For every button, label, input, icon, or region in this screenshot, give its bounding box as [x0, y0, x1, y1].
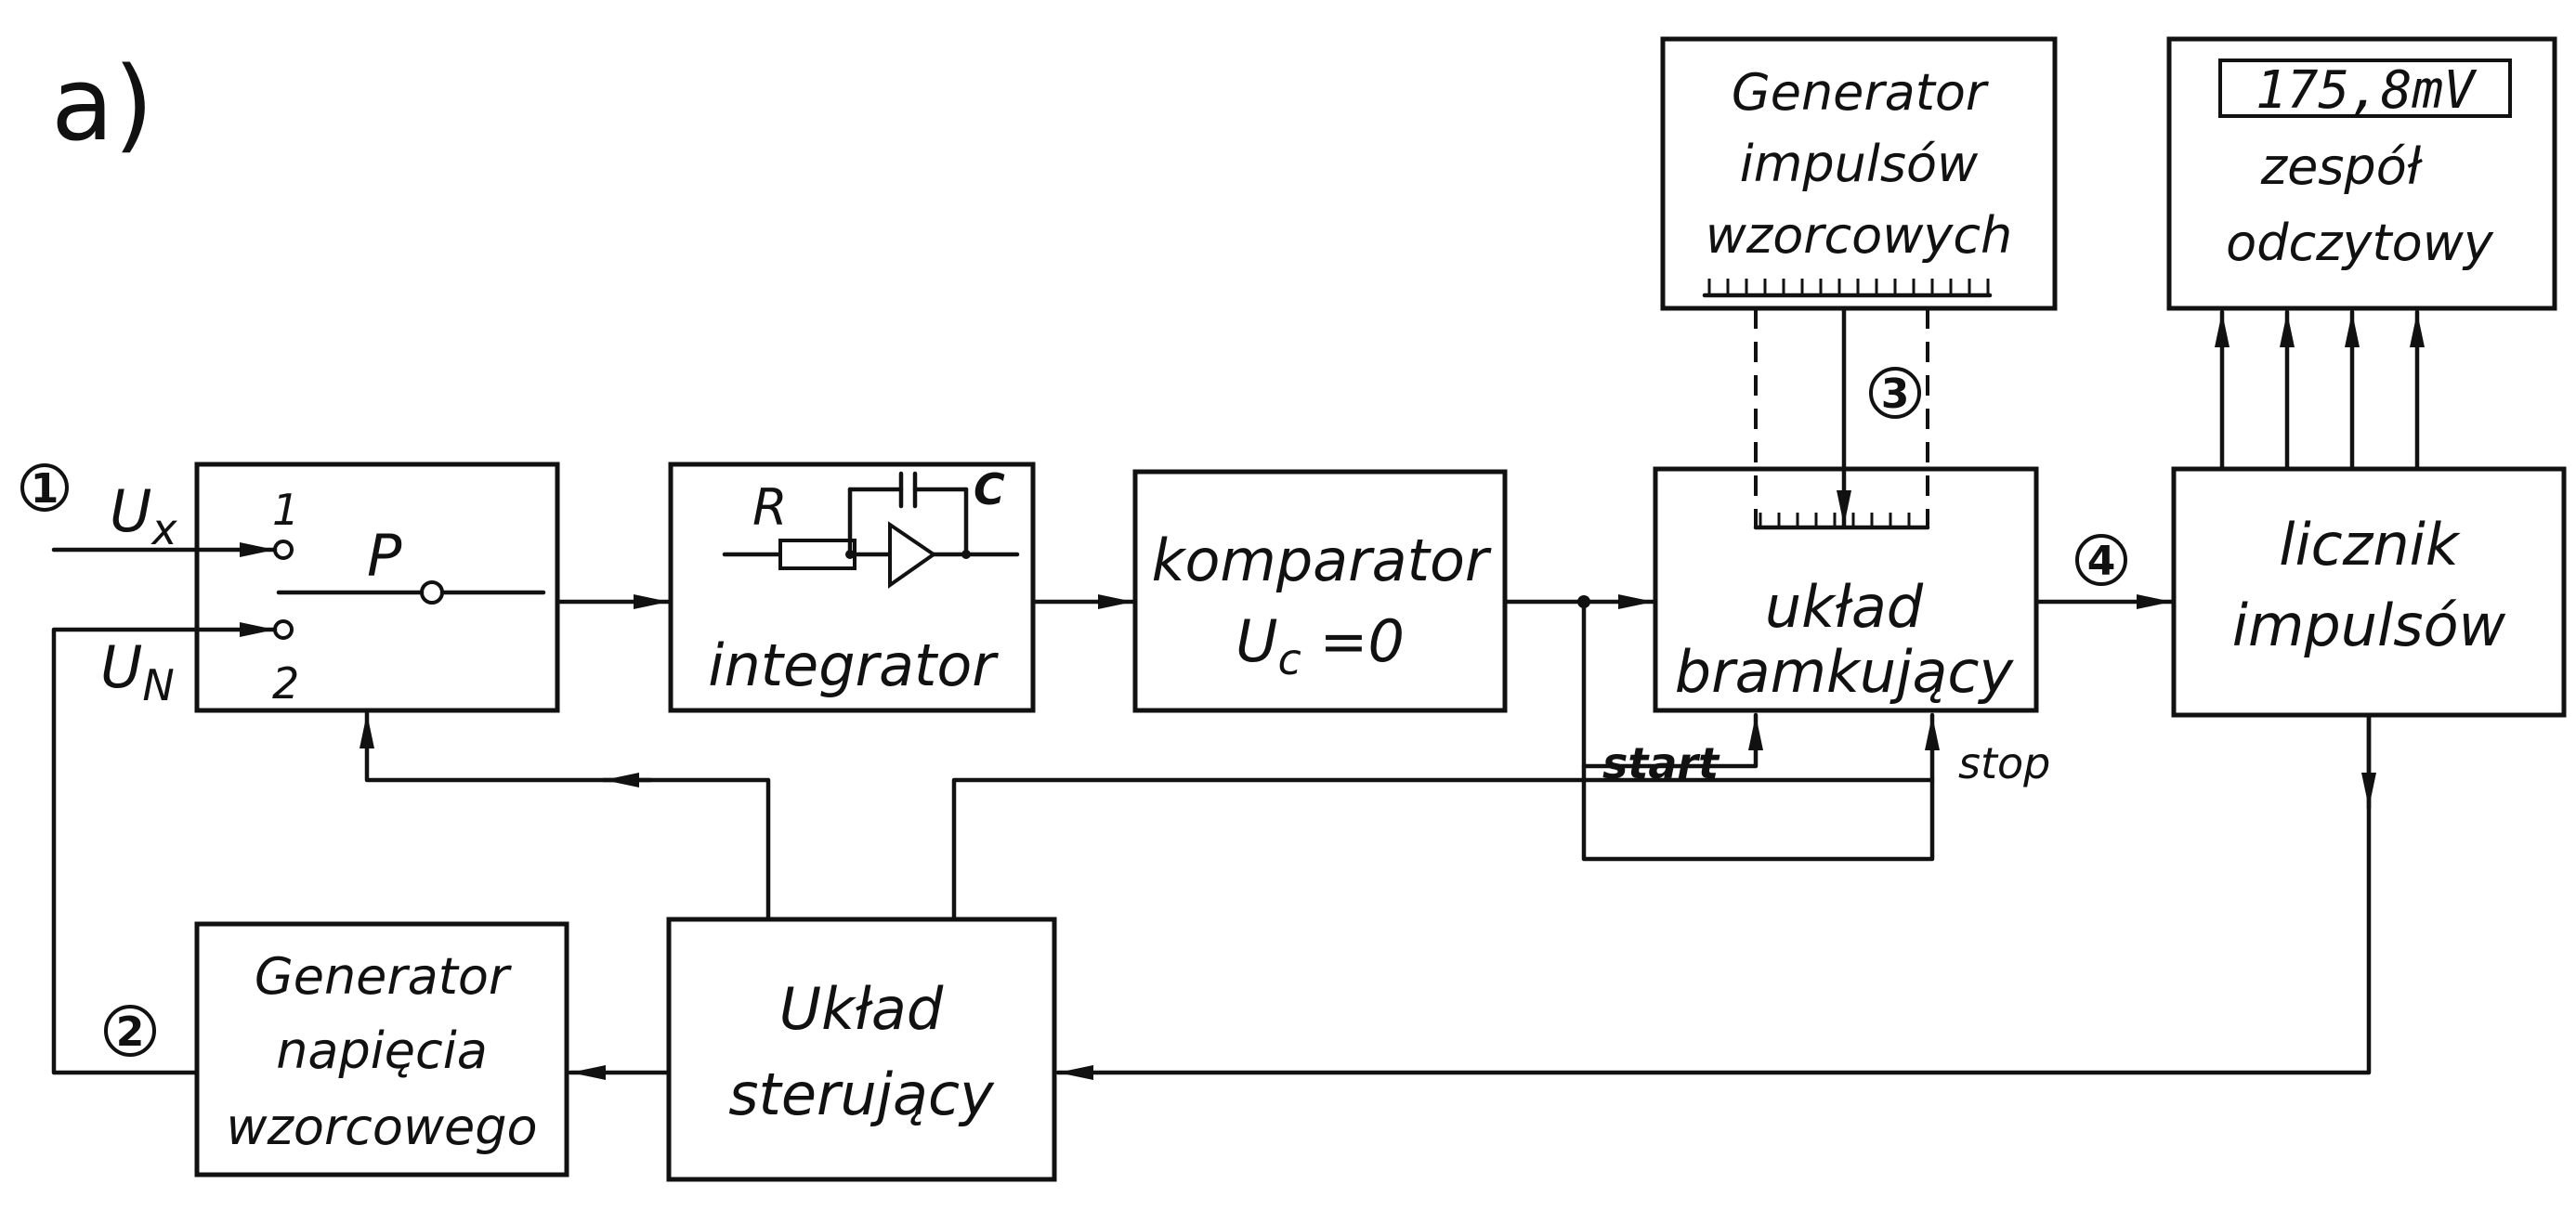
un-label: UN — [100, 633, 175, 710]
pulse-generator-line3: wzorcowych — [1706, 206, 2013, 265]
control-unit-block: Układ sterujący — [666, 917, 1057, 1182]
svg-text:1: 1 — [31, 465, 59, 513]
switch-contact-1 — [273, 540, 294, 560]
comparator-label-line1: komparator — [1152, 527, 1492, 594]
integrator-label: integrator — [708, 631, 999, 699]
control-unit-box — [666, 917, 1057, 1182]
integrator-block: R C integrator — [668, 462, 1036, 713]
reference-generator-line3: wzorcowego — [226, 1098, 537, 1156]
switch-block: P 1 2 — [194, 462, 560, 713]
ux-label: Ux — [110, 477, 177, 554]
readout-label-line1: zespół — [2260, 137, 2424, 196]
counter-to-control-line — [1055, 712, 2372, 1080]
figure-label: a) — [51, 45, 153, 163]
control-to-switch-line — [360, 710, 771, 922]
switch-pivot — [420, 580, 444, 605]
counter-block: licznik impulsów — [2171, 466, 2567, 718]
marker-3: 3 — [1869, 367, 1921, 419]
opamp-symbol — [888, 521, 937, 589]
pulse-generator-line1: Generator — [1732, 63, 1989, 122]
switch-label: P — [367, 522, 402, 590]
readout-display-value: 175,8mV — [2256, 60, 2478, 121]
start-signal-line — [1581, 599, 1763, 769]
pulse-generator-box — [1660, 36, 2058, 311]
pulse-tick-marks — [1707, 279, 1990, 295]
readout-block: 175,8mV zespół odczytowy — [2166, 36, 2557, 311]
counter-label-line2: impulsów — [2232, 592, 2506, 659]
gate-tick-marks — [1759, 513, 1911, 527]
marker-2: 2 — [104, 1005, 156, 1057]
resistor-symbol — [778, 539, 856, 570]
readout-display — [2218, 59, 2512, 118]
svg-text:2: 2 — [116, 1008, 145, 1056]
control-to-gate-line — [951, 777, 1935, 922]
gate-label-line1: układ — [1765, 573, 1924, 641]
reference-generator-line1: Generator — [255, 947, 512, 1006]
comparator-block: komparator Uc =0 — [1132, 469, 1508, 713]
resistor-label: R — [752, 478, 788, 537]
switch-contact-2 — [273, 619, 294, 640]
gate-label-line2: bramkujący — [1675, 638, 2015, 706]
svg-text:3: 3 — [1881, 371, 1910, 418]
switch-pos-1-label: 1 — [272, 485, 299, 535]
readout-label-line2: odczytowy — [2226, 214, 2494, 272]
marker-4: 4 — [2075, 534, 2127, 586]
counter-label-line1: licznik — [2279, 511, 2461, 579]
stop-label: stop — [1958, 738, 2050, 788]
marker-1: 1 — [20, 463, 69, 513]
reference-generator-box — [194, 921, 569, 1177]
svg-text:4: 4 — [2087, 538, 2116, 585]
control-unit-line1: Układ — [779, 975, 944, 1043]
switch-box — [194, 462, 560, 713]
stop-signal-line — [1581, 712, 1940, 862]
comparator-box — [1132, 469, 1508, 713]
switch-pos-2-label: 2 — [272, 658, 299, 709]
reference-to-switch-line — [51, 622, 278, 1075]
pulse-generator-line2: impulsów — [1740, 135, 1979, 193]
pulse-generator-block: Generator impulsów wzorcowych — [1660, 36, 2058, 311]
control-unit-line2: sterujący — [728, 1060, 995, 1128]
comparator-label-line2: Uc =0 — [1236, 607, 1405, 684]
counter-box — [2171, 466, 2567, 718]
reference-generator-block: Generator napięcia wzorcowego — [194, 921, 569, 1177]
capacitor-label: C — [974, 464, 1005, 514]
reference-generator-line2: napięcia — [276, 1021, 488, 1080]
